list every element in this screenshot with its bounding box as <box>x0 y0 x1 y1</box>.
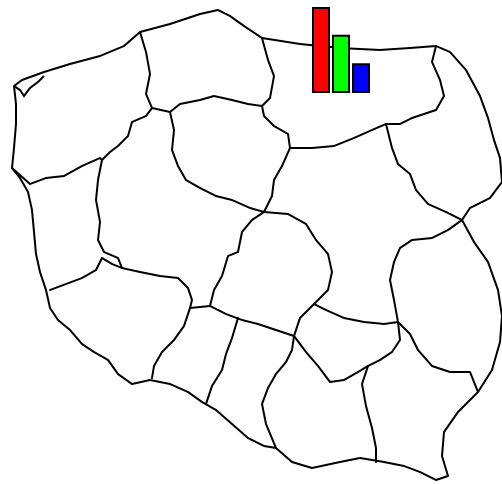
border-opolskie-slaskie <box>205 317 239 405</box>
border-lodzkie-opolskie <box>151 307 191 379</box>
border-kujawsko-mazowieckie <box>263 147 291 213</box>
border-kujawsko-wielkopolskie <box>169 111 265 213</box>
border-warminsko-mazowieckie <box>289 123 387 149</box>
border-podlaskie-mazowieckie <box>385 123 463 221</box>
country-outline <box>11 9 502 481</box>
border-malopolskie-podkarpackie <box>361 365 377 463</box>
border-warminsko-podlaskie <box>385 45 445 125</box>
border-pomorskie-kujawsko <box>151 95 263 113</box>
border-slaskie-malopolskie <box>261 335 295 449</box>
border-pomorskie-warminsko <box>261 37 291 149</box>
border-lodzkie-slaskie <box>209 305 295 337</box>
border-mazowieckie-lubelskie <box>389 219 463 323</box>
border-lubuskie-dolnoslaskie <box>49 257 123 291</box>
border-swietokrzyskie-podkarpackie <box>367 321 401 367</box>
border-zachodniopomorskie-pomorskie <box>101 31 153 161</box>
bar-2 <box>332 34 350 93</box>
border-mazowieckie-lodzkie <box>263 211 333 337</box>
border-swietokrzyskie-malopolskie <box>293 335 369 383</box>
border-mazowieckie-swietokrzyskie <box>313 303 399 325</box>
bar-1 <box>312 7 330 93</box>
bar-3 <box>352 63 370 93</box>
border-wielkopolskie-lubuskie <box>95 159 123 269</box>
border-lubelskie-podkarpackie <box>397 321 479 393</box>
border-wielkopolskie-dolnoslaskie <box>121 267 211 309</box>
coast-detail <box>13 75 45 98</box>
bar-chart <box>312 7 370 93</box>
border-zachodniopomorskie-lubuskie <box>11 157 103 185</box>
border-wielkopolskie-lodzkie <box>209 211 265 307</box>
